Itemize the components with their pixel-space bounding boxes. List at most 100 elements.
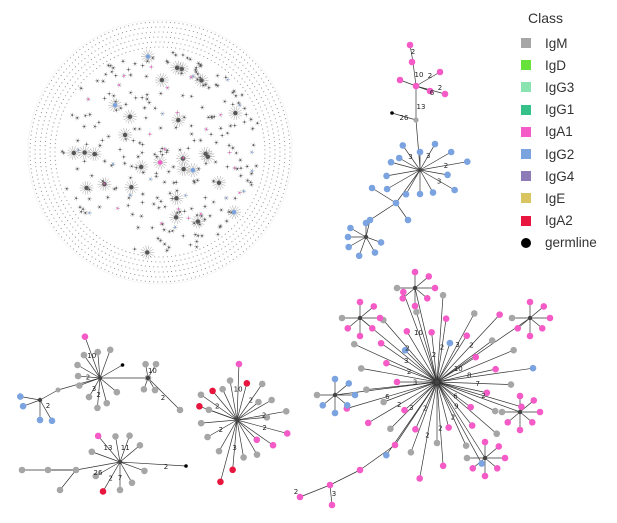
overview-dot xyxy=(88,254,90,256)
hub-node xyxy=(234,417,240,423)
node-igm xyxy=(72,466,80,474)
overview-dot xyxy=(265,226,267,228)
overview-dot xyxy=(130,272,132,275)
overview-cluster xyxy=(219,127,222,130)
overview-dot xyxy=(89,261,91,263)
overview-dot xyxy=(267,112,269,114)
node-igm xyxy=(116,486,124,494)
overview-dot xyxy=(60,209,62,211)
overview-dot xyxy=(239,241,241,243)
overview-dot xyxy=(136,23,138,25)
overview-cluster xyxy=(102,80,105,83)
overview-dot xyxy=(261,192,263,194)
overview-dot xyxy=(59,106,61,108)
overview-cluster xyxy=(159,92,162,95)
overview-cluster xyxy=(219,113,222,116)
overview-dot xyxy=(72,92,74,94)
overview-cluster xyxy=(199,64,202,67)
overview-dot xyxy=(162,46,164,48)
overview-dot xyxy=(242,215,244,217)
overview-cluster xyxy=(196,78,199,81)
overview-dot xyxy=(117,39,119,41)
overview-dot xyxy=(59,118,61,120)
overview-dot xyxy=(272,215,274,217)
overview-dot xyxy=(92,70,94,72)
overview-dot xyxy=(120,259,122,261)
tree-edge xyxy=(346,381,438,409)
overview-dot xyxy=(273,188,275,190)
tree-edge xyxy=(368,381,438,424)
overview-dot xyxy=(219,59,221,61)
overview-dot xyxy=(166,271,168,273)
overview-dot xyxy=(238,227,240,229)
overview-cluster xyxy=(163,228,166,231)
overview-dot xyxy=(55,221,57,223)
overview-dot xyxy=(175,47,177,49)
overview-dot xyxy=(84,238,86,240)
node-igg2 xyxy=(377,239,385,246)
overview-cluster xyxy=(107,64,110,67)
overview-cluster xyxy=(151,226,154,229)
overview-dot xyxy=(267,172,269,174)
edge-label: 2 xyxy=(405,344,409,352)
overview-dot xyxy=(252,68,255,70)
overview-cluster xyxy=(103,160,106,163)
overview-dot xyxy=(74,243,76,245)
overview-dot xyxy=(191,51,193,53)
overview-dot xyxy=(158,31,160,33)
overview-cluster xyxy=(168,230,171,233)
overview-dot xyxy=(89,229,91,231)
overview-cluster xyxy=(223,100,226,103)
overview-dot xyxy=(254,86,256,88)
node-igm xyxy=(103,399,111,407)
node-iga1 xyxy=(514,324,522,332)
overview-dot xyxy=(64,196,66,198)
node-igm xyxy=(439,291,447,299)
overview-cluster xyxy=(224,76,227,79)
overview-cluster xyxy=(164,205,166,208)
overview-dot xyxy=(44,140,47,143)
overview-dot xyxy=(195,37,197,39)
tree-edge xyxy=(436,368,496,383)
overview-dot xyxy=(259,120,261,122)
overview-dot xyxy=(199,54,201,56)
overview-cluster xyxy=(166,249,168,252)
overview-dot xyxy=(118,269,120,271)
tree-edge xyxy=(236,383,248,421)
tree-edge xyxy=(97,352,101,379)
hub-node xyxy=(517,409,523,415)
overview-dot xyxy=(183,253,185,255)
overview-cluster xyxy=(199,78,204,83)
legend-swatch xyxy=(521,171,531,182)
tree-edge xyxy=(386,362,438,383)
tree-edge xyxy=(436,335,468,383)
overview-cluster xyxy=(155,155,158,158)
tree-edge xyxy=(419,151,452,171)
overview-dot xyxy=(59,184,61,186)
overview-dot xyxy=(95,235,97,237)
hub-node xyxy=(412,285,418,291)
overview-dot xyxy=(37,178,39,180)
legend-label: IgG4 xyxy=(545,168,575,184)
overview-dot xyxy=(62,98,64,101)
overview-dot xyxy=(198,275,200,277)
overview-dot xyxy=(43,104,45,106)
overview-cluster xyxy=(80,210,83,213)
overview-cluster xyxy=(199,139,202,142)
overview-dot xyxy=(57,126,59,128)
legend-label: IgD xyxy=(545,57,567,73)
node-iga1 xyxy=(469,464,477,472)
overview-dot xyxy=(86,226,88,228)
overview-dot xyxy=(138,28,140,30)
overview-dot xyxy=(66,242,68,244)
overview-dot xyxy=(242,238,244,240)
node-igm xyxy=(508,314,516,322)
overview-dot xyxy=(186,24,188,26)
overview-dot xyxy=(87,241,89,243)
overview-cluster xyxy=(113,188,116,190)
overview-dot xyxy=(283,136,285,138)
tree-edge xyxy=(436,349,514,383)
node-igm xyxy=(197,391,205,399)
overview-dot xyxy=(161,21,163,23)
tree-edge xyxy=(436,367,534,383)
